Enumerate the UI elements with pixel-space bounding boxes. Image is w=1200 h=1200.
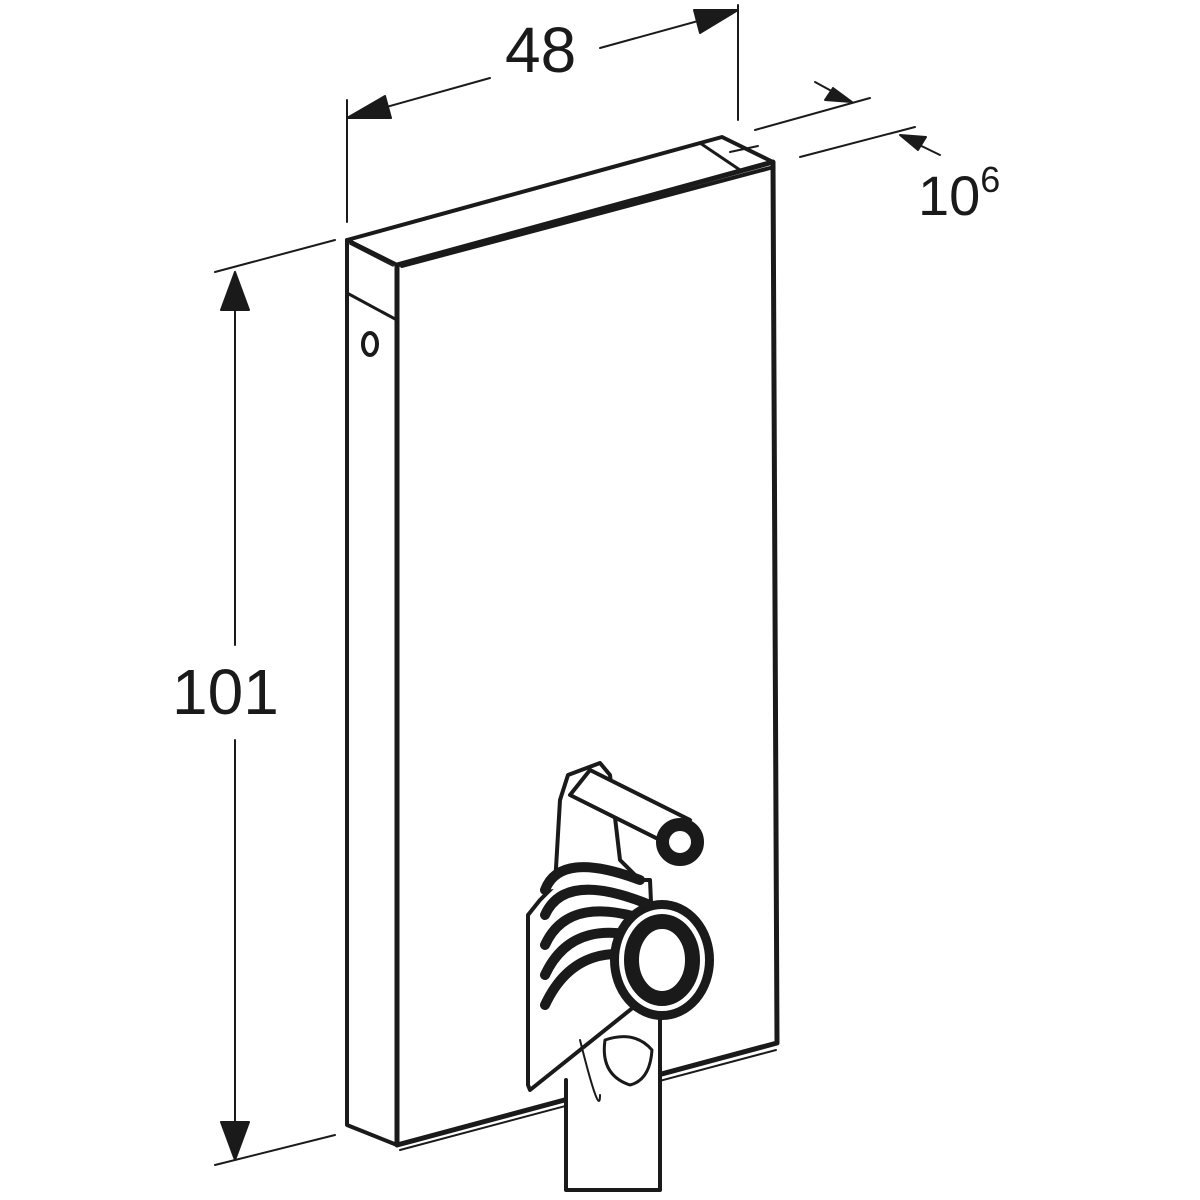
depth-main: 10 bbox=[918, 164, 981, 227]
width-dimension bbox=[346, 4, 739, 223]
height-dimension bbox=[214, 239, 336, 1166]
depth-dimension bbox=[754, 81, 941, 158]
depth-superscript: 6 bbox=[980, 159, 1001, 200]
depth-label: 106 bbox=[918, 162, 1000, 224]
hole-icon bbox=[361, 331, 379, 357]
pipe-assembly bbox=[526, 761, 714, 1192]
panel-body bbox=[345, 135, 780, 1151]
height-label: 101 bbox=[172, 656, 279, 728]
width-label: 48 bbox=[505, 14, 577, 86]
